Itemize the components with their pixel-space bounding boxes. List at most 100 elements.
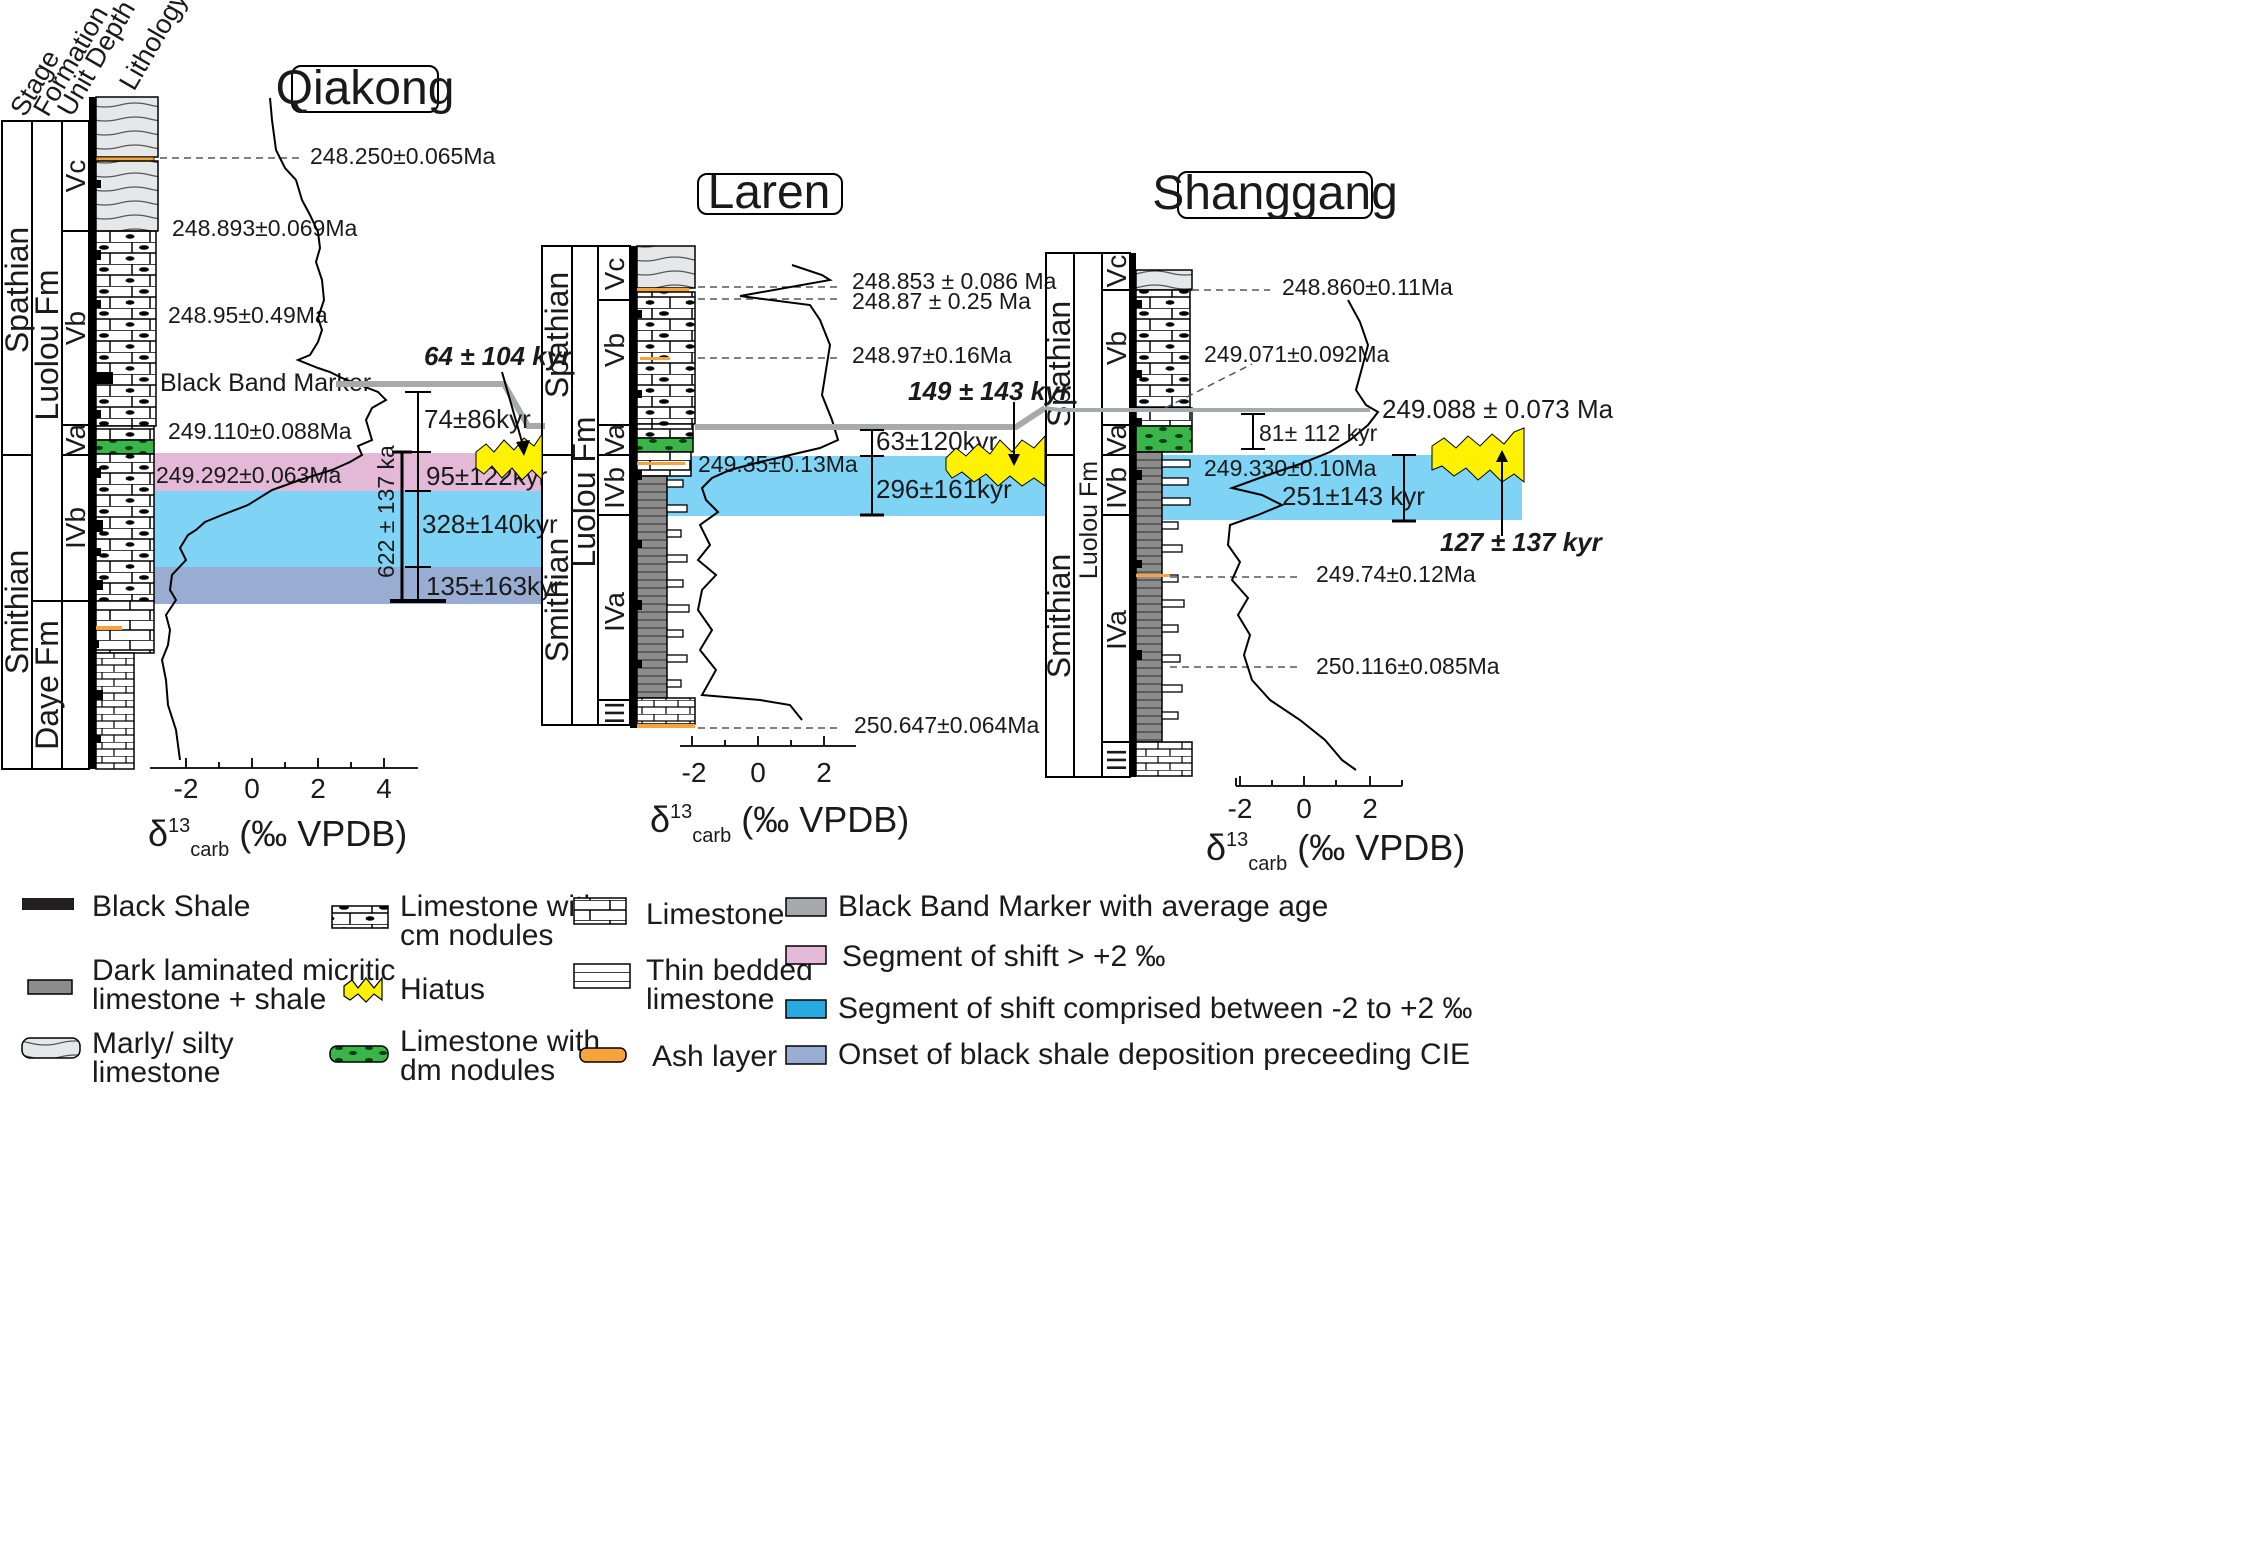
- laren-unit-iva: IVa: [599, 592, 630, 632]
- hiatus-icon-2: [945, 434, 1046, 487]
- shanggang-age-2: 249.071±0.092Ma: [1204, 341, 1389, 367]
- shanggang-unit-iva: IVa: [1101, 610, 1132, 650]
- legend-marly-2: limestone: [92, 1056, 220, 1089]
- shanggang-xaxis-label: δ13carb (‰ VPDB): [1206, 827, 1465, 875]
- laren-lithology-column: [630, 245, 696, 728]
- legend-swatch-dark-laminated: [27, 979, 73, 995]
- legend-limestone: Limestone: [646, 898, 784, 931]
- shanggang-unit-va: Va: [1101, 423, 1132, 456]
- legend-limestone-cm-2: cm nodules: [400, 919, 553, 952]
- legend-swatch-hiatus: [343, 976, 383, 1003]
- shanggang-unit-vc: Vc: [1101, 255, 1132, 288]
- laren-xtick-3: 2: [816, 757, 832, 788]
- qiakong-xtick-1: -2: [174, 773, 199, 804]
- section-laren: Laren Spathian Smithian Luolou Fm Vc Vb …: [539, 166, 1057, 847]
- legend-thin-bedded-1: Thin bedded: [646, 954, 813, 987]
- qiakong-unit-vc: Vc: [60, 160, 91, 193]
- shanggang-title: Shanggang: [1152, 167, 1398, 220]
- qiakong-age-3: 248.95±0.49Ma: [168, 302, 328, 328]
- laren-xtick-2: 0: [750, 757, 766, 788]
- shanggang-lithology-column: [1130, 253, 1193, 777]
- legend-limestone-cm-1: Limestone with: [400, 890, 600, 923]
- legend-pink: Segment of shift > +2 ‰: [842, 940, 1166, 973]
- qiakong-unit-va: Va: [60, 423, 91, 456]
- qiakong-unit-ivb: IVb: [60, 507, 91, 549]
- legend-dark-laminated-2: limestone + shale: [92, 983, 326, 1016]
- shanggang-age-1: 248.860±0.11Ma: [1282, 274, 1453, 300]
- shanggang-unit-ivb: IVb: [1101, 467, 1132, 509]
- legend-slate: Onset of black shale deposition preceedi…: [838, 1038, 1470, 1071]
- laren-shift-2: 296±161kyr: [876, 474, 1012, 504]
- shanggang-bbm-line: [1044, 406, 1370, 412]
- qiakong-shift-4: 135±163kyr: [426, 571, 562, 601]
- qiakong-xaxis-label: δ13carb (‰ VPDB): [148, 813, 407, 861]
- shanggang-shift-2: 251±143 kyr: [1282, 481, 1425, 511]
- laren-age-5: 250.647±0.064Ma: [854, 712, 1039, 738]
- hiatus-markers: 64 ± 104 kyr 149 ± 143 kyr 127 ± 137 kyr: [424, 341, 1604, 557]
- hiatus-1-label: 64 ± 104 kyr: [424, 341, 573, 371]
- qiakong-bbm-line: [336, 381, 545, 429]
- laren-unit-vb: Vb: [599, 333, 630, 367]
- shanggang-xtick-3: 2: [1362, 793, 1378, 824]
- qiakong-xtick-3: 2: [310, 773, 326, 804]
- legend-cyan: Segment of shift comprised between -2 to…: [838, 992, 1473, 1025]
- qiakong-fm-daye: Daye Fm: [29, 620, 65, 750]
- qiakong-xtick-2: 0: [244, 773, 260, 804]
- laren-xaxis-label: δ13carb (‰ VPDB): [650, 799, 909, 847]
- qiakong-shift-total: 622 ± 137 ka: [373, 445, 399, 578]
- laren-title-box: [697, 173, 843, 215]
- laren-xtick-1: -2: [682, 757, 707, 788]
- legend: Black Shale Dark laminated micritic lime…: [21, 890, 1473, 1089]
- laren-bbm-line: [695, 405, 1047, 430]
- qiakong-age-1: 248.250±0.065Ma: [310, 143, 495, 169]
- legend-swatch-ash: [579, 1047, 627, 1063]
- legend-swatch-limestone-dm: [329, 1045, 389, 1063]
- legend-marly-1: Marly/ silty: [92, 1027, 234, 1060]
- shanggang-unit-vb: Vb: [1101, 331, 1132, 365]
- shanggang-age-6: 250.116±0.085Ma: [1316, 653, 1500, 679]
- qiakong-lithology-column: [89, 96, 159, 770]
- legend-black-shale: Black Shale: [92, 890, 250, 923]
- laren-age-2: 248.87 ± 0.25 Ma: [852, 288, 1031, 314]
- legend-limestone-dm-2: dm nodules: [400, 1054, 555, 1087]
- qiakong-xtick-4: 4: [376, 773, 392, 804]
- qiakong-age-2: 248.893±0.069Ma: [172, 215, 357, 241]
- legend-swatch-limestone-cm: [331, 905, 389, 929]
- hiatus-2-label: 149 ± 143 kyr: [908, 376, 1072, 406]
- shanggang-shift-1: 81± 112 kyr: [1259, 420, 1378, 446]
- qiakong-age-5: 249.292±0.063Ma: [156, 462, 341, 488]
- laren-age-1: 248.853 ± 0.086 Ma: [852, 268, 1057, 294]
- legend-bbm: Black Band Marker with average age: [838, 890, 1328, 923]
- shanggang-stage-spathian: Spathian: [1041, 301, 1077, 427]
- laren-unit-iii: III: [599, 701, 630, 724]
- pink-band-qiakong: [128, 453, 542, 491]
- qiakong-stage-spathian: Spathian: [0, 227, 35, 353]
- shanggang-unit-iii: III: [1101, 748, 1132, 771]
- legend-swatch-thin-bedded: [573, 963, 631, 989]
- laren-age-3: 248.97±0.16Ma: [852, 342, 1012, 368]
- shanggang-xtick-1: -2: [1228, 793, 1253, 824]
- qiakong-fm-luolou: Luolou Fm: [29, 269, 65, 420]
- legend-ash: Ash layer: [652, 1040, 777, 1073]
- shanggang-d13c-curve: [1226, 299, 1380, 771]
- shanggang-age-5: 249.74±0.12Ma: [1316, 561, 1476, 587]
- legend-swatch-pink: [785, 945, 827, 965]
- qiakong-unit-vb: Vb: [60, 311, 91, 345]
- hiatus-3-label: 127 ± 137 kyr: [1440, 527, 1604, 557]
- legend-swatch-limestone: [573, 897, 627, 925]
- shanggang-fm-luolou: Luolou Fm: [1075, 461, 1103, 579]
- laren-unit-ivb: IVb: [599, 467, 630, 509]
- laren-title: Laren: [708, 166, 831, 219]
- legend-swatch-bbm: [785, 897, 827, 917]
- laren-unit-va: Va: [599, 423, 630, 456]
- shanggang-stage-smithian: Smithian: [1041, 554, 1077, 679]
- laren-fm-luolou: Luolou Fm: [566, 416, 602, 567]
- qiakong-age-4: 249.110±0.088Ma: [168, 418, 352, 444]
- legend-limestone-dm-1: Limestone with: [400, 1025, 600, 1058]
- legend-thin-bedded-2: limestone: [646, 983, 774, 1016]
- laren-unit-vc: Vc: [599, 258, 630, 291]
- qiakong-shift-3: 328±140kyr: [422, 509, 558, 539]
- laren-d13c-curve: [696, 264, 840, 721]
- qiakong-stage-smithian: Smithian: [0, 550, 35, 675]
- legend-dark-laminated-1: Dark laminated micritic: [92, 954, 395, 987]
